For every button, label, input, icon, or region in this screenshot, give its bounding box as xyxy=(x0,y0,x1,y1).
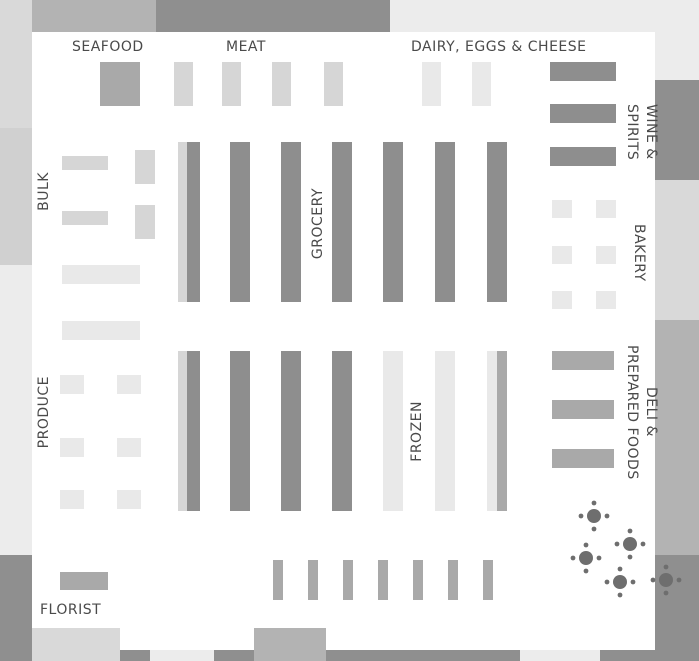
cafe-table-icon xyxy=(604,566,636,598)
grocery-aisle xyxy=(230,142,250,302)
wall-top-right xyxy=(390,0,699,32)
meat-case xyxy=(324,62,343,106)
bulk-bin xyxy=(135,150,155,184)
dairy-label: DAIRY, EGGS & CHEESE xyxy=(411,39,587,55)
meat-case xyxy=(222,62,241,106)
florist-stand xyxy=(60,572,108,590)
bakery-label: BAKERY xyxy=(631,224,647,282)
bulk-label: BULK xyxy=(36,172,52,211)
florist-label: FLORIST xyxy=(40,602,102,618)
grocery-aisle xyxy=(435,142,455,302)
produce-shelf xyxy=(62,321,140,340)
frozen-label: FROZEN xyxy=(409,401,425,462)
bulk-shelf xyxy=(62,265,140,284)
grocery-aisle xyxy=(487,142,507,302)
produce-table xyxy=(60,375,84,394)
wall-right-middle xyxy=(655,180,699,320)
deli-counter xyxy=(552,351,614,370)
wall-bottom-left xyxy=(32,628,120,661)
wall-right-lower xyxy=(655,320,699,555)
checkout-lane xyxy=(448,560,458,600)
wine-label-line2: SPIRITS xyxy=(623,104,640,161)
checkout-lane xyxy=(273,560,283,600)
aisle xyxy=(332,351,352,511)
checkout-lane xyxy=(308,560,318,600)
meat-label: MEAT xyxy=(226,39,266,55)
wall-top-left xyxy=(32,0,156,32)
produce-table xyxy=(60,490,84,509)
frozen-aisle xyxy=(383,351,403,511)
grocery-label: GROCERY xyxy=(310,188,326,260)
cafe-table-icon xyxy=(650,564,682,596)
wall-bottom-gap-left xyxy=(150,650,214,661)
grocery-aisle xyxy=(332,142,352,302)
aisle xyxy=(230,351,250,511)
grocery-aisle xyxy=(383,142,403,302)
produce-table xyxy=(117,438,141,457)
bulk-bin xyxy=(62,211,108,225)
seafood-counter xyxy=(100,62,140,106)
deli-label-line2: PREPARED FOODS xyxy=(623,345,640,480)
produce-table xyxy=(60,438,84,457)
wine-label-line1: WINE & xyxy=(642,104,659,160)
bakery-table xyxy=(596,291,616,309)
deli-counter xyxy=(552,400,614,419)
seafood-label: SEAFOOD xyxy=(72,39,144,55)
bulk-bin xyxy=(62,156,108,170)
checkout-lane xyxy=(343,560,353,600)
aisle xyxy=(187,351,200,511)
bakery-table xyxy=(596,200,616,218)
wine-shelf xyxy=(550,147,616,166)
produce-table xyxy=(117,375,141,394)
checkout-lane xyxy=(413,560,423,600)
wall-left-middle xyxy=(0,265,32,555)
floor-notch xyxy=(0,128,32,265)
wall-left-lower xyxy=(0,555,32,661)
bakery-table xyxy=(552,246,572,264)
grocery-aisle xyxy=(187,142,200,302)
cafe-table-icon xyxy=(578,500,610,532)
grocery-aisle xyxy=(281,142,301,302)
checkout-lane xyxy=(483,560,493,600)
deli-label: DELI & PREPARED FOODS xyxy=(622,345,660,480)
frozen-aisle xyxy=(435,351,455,511)
bakery-table xyxy=(552,200,572,218)
bakery-table xyxy=(552,291,572,309)
meat-case xyxy=(174,62,193,106)
wall-bottom-gap-right xyxy=(520,650,600,661)
wine-shelf xyxy=(550,104,616,123)
deli-label-line1: DELI & xyxy=(642,387,659,438)
cafe-table-icon xyxy=(570,542,602,574)
produce-label: PRODUCE xyxy=(36,376,52,449)
wine-shelf xyxy=(550,62,616,81)
checkout-lane xyxy=(378,560,388,600)
wine-spirits-label: WINE & SPIRITS xyxy=(622,104,660,160)
deli-counter xyxy=(552,449,614,468)
bulk-bin xyxy=(135,205,155,239)
meat-case xyxy=(272,62,291,106)
bakery-table xyxy=(596,246,616,264)
cafe-table-icon xyxy=(614,528,646,560)
wall-right-top xyxy=(655,32,699,80)
wall-top-center xyxy=(156,0,390,32)
dairy-case xyxy=(422,62,441,106)
produce-table xyxy=(117,490,141,509)
entrance-mat xyxy=(254,626,326,661)
dairy-case xyxy=(472,62,491,106)
wall-bottom-center xyxy=(120,650,655,661)
aisle xyxy=(281,351,301,511)
wall-right-bottom xyxy=(655,555,699,661)
frozen-aisle-edge xyxy=(497,351,507,511)
wall-right-upper xyxy=(655,80,699,180)
